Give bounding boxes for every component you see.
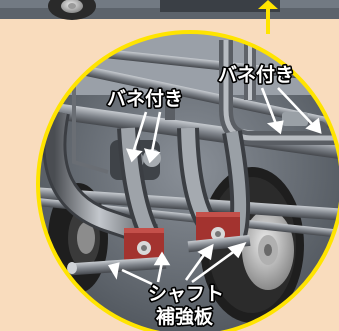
spring-arrows: [125, 87, 322, 164]
spring-label-right: バネ付き: [218, 63, 294, 86]
pointer-arrow-icon: [258, 0, 278, 34]
circle-border: [36, 30, 339, 331]
spring-label-left: バネ付き: [107, 87, 183, 110]
shaft-right: [187, 234, 251, 253]
reinforcement-plate-label: 補強板: [155, 305, 214, 328]
shaft-arrows: [107, 241, 247, 286]
reinforcement-plate-left: [124, 228, 164, 260]
shaft-label: シャフト: [148, 283, 224, 305]
top-photo-strip: [0, 0, 339, 20]
